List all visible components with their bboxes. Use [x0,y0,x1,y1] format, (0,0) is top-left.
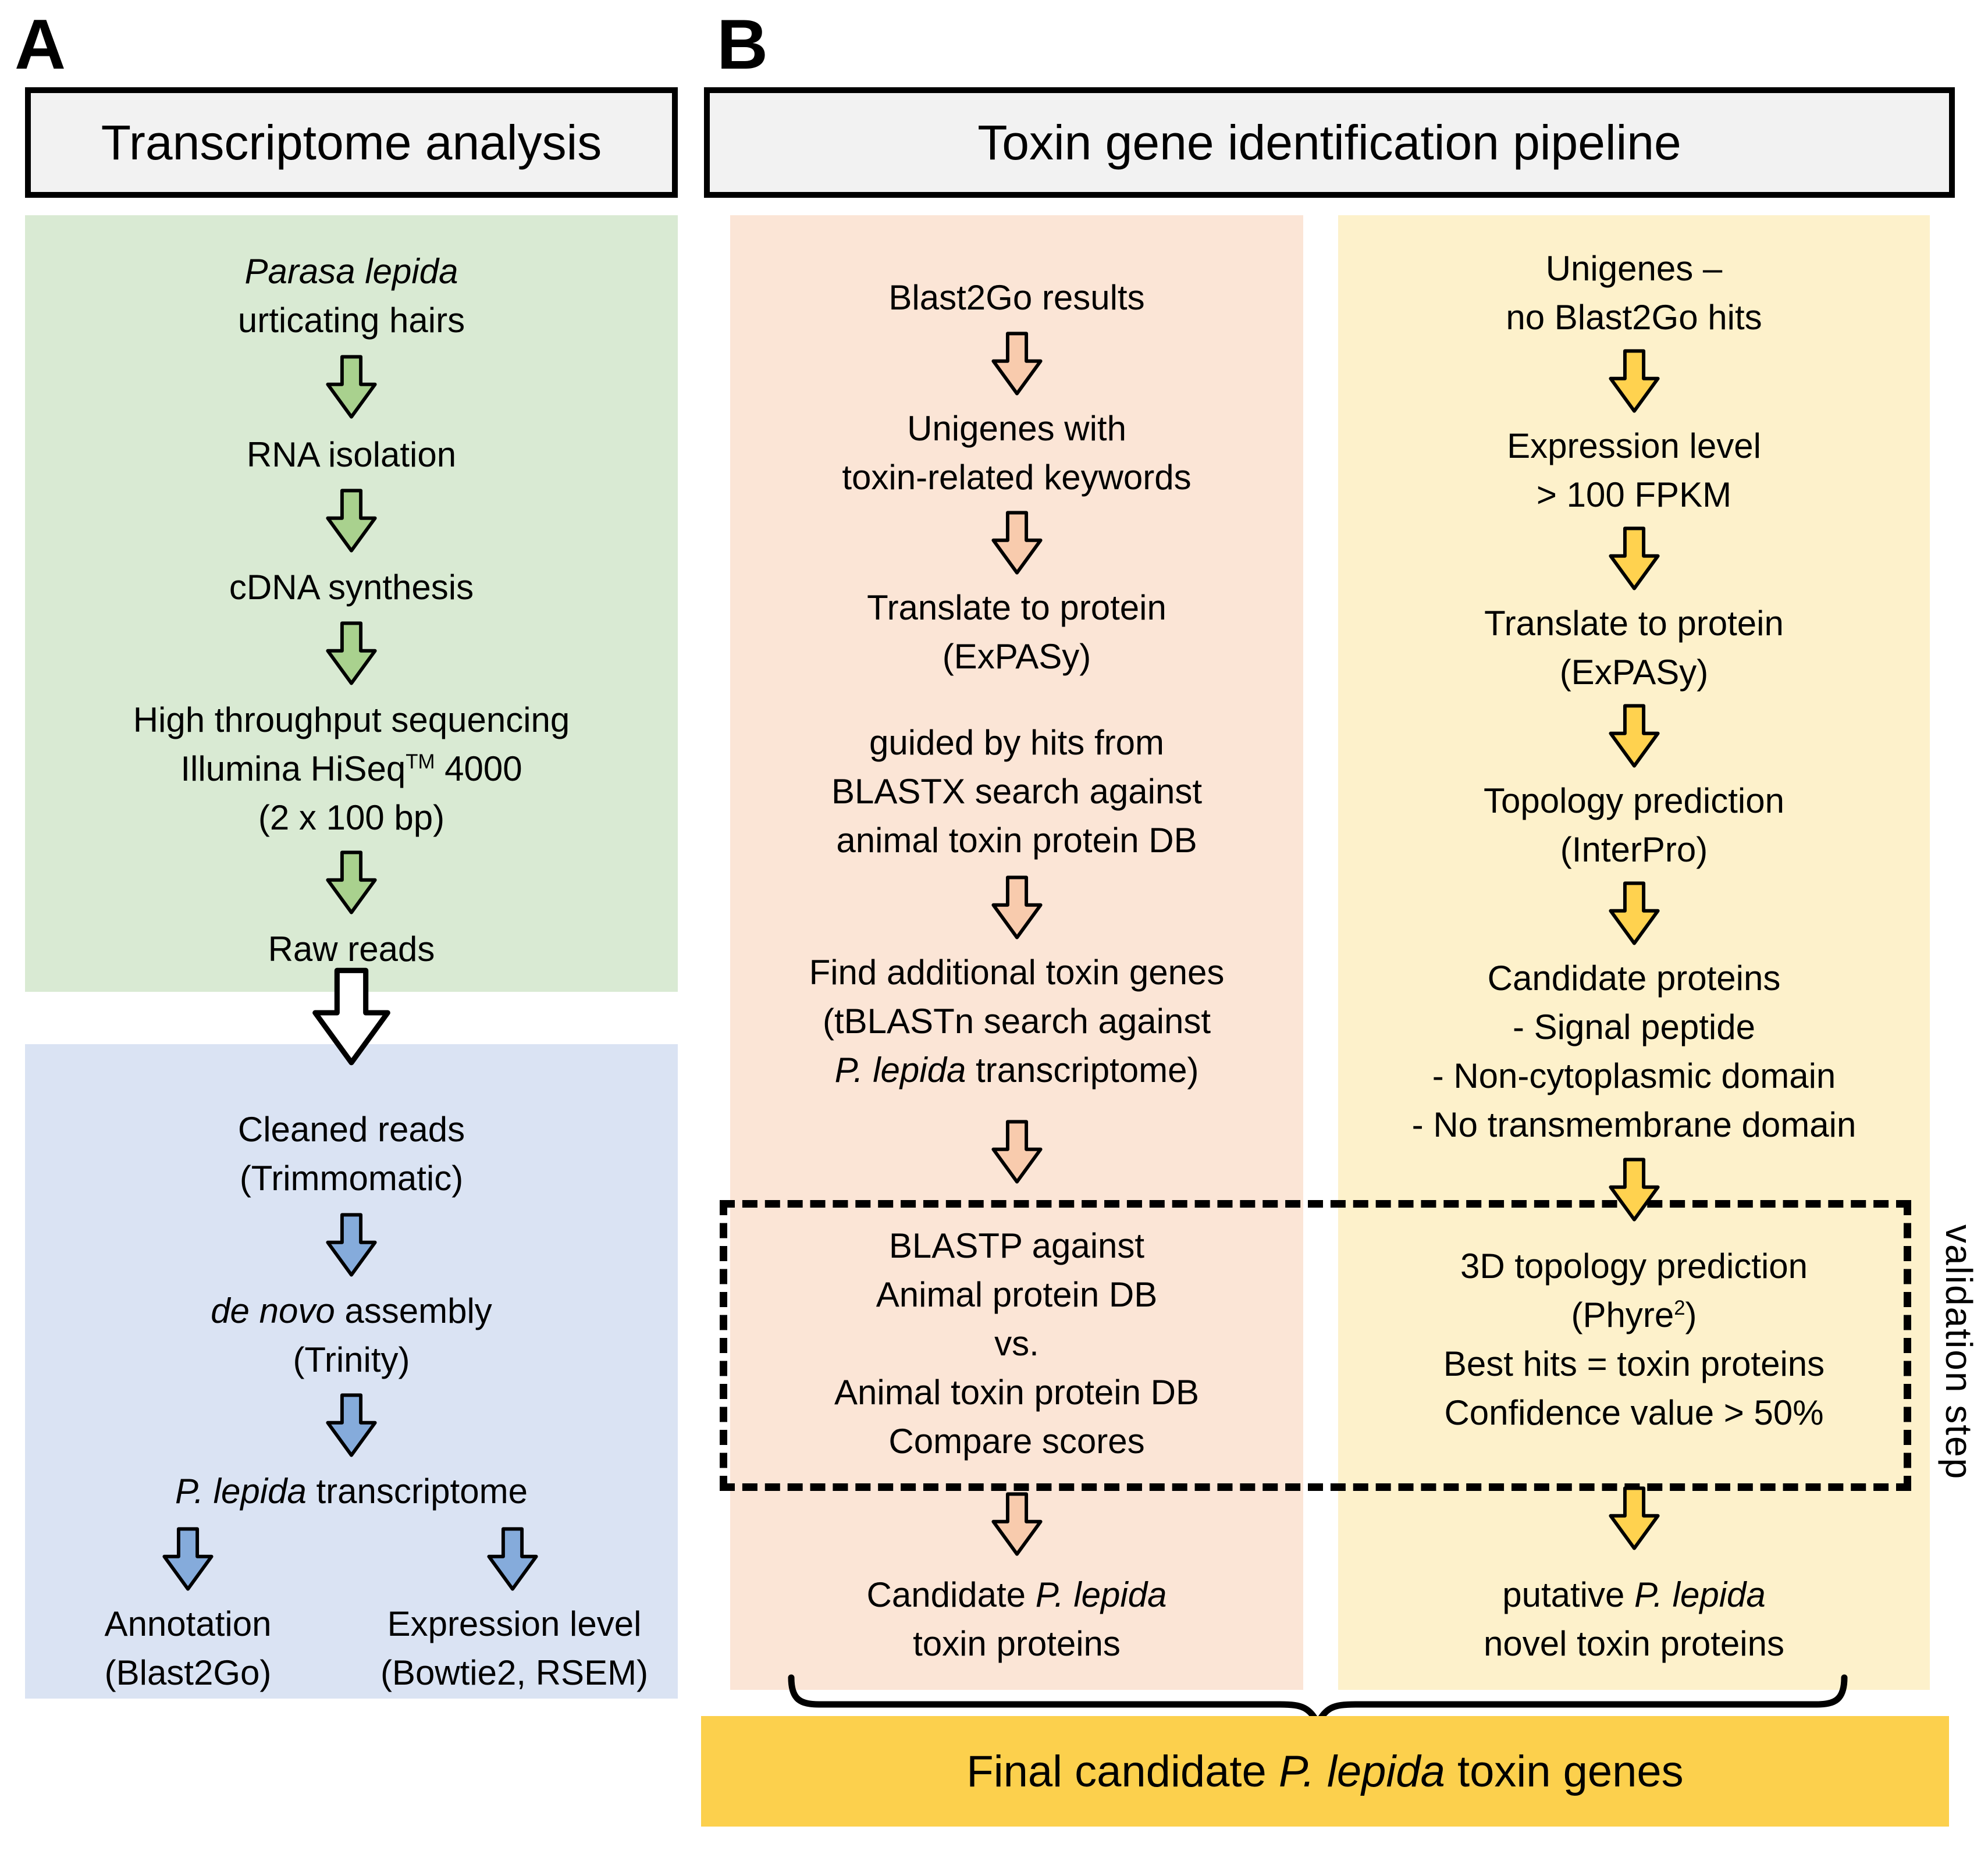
panel-a-header: Transcriptome analysis [25,87,678,198]
peach-known-toxin-column: Blast2Go results Unigenes with toxin-rel… [730,215,1303,1690]
down-arrow-icon [991,1492,1043,1556]
blue-analysis-box: Cleaned reads (Trimmomatic) de novo asse… [25,1044,678,1699]
final-candidates-box: Final candidate P. lepida toxin genes [701,1716,1949,1827]
down-arrow-icon [326,621,377,685]
step-candidate-proteins-filters: Candidate proteins - Signal peptide - No… [1411,959,1857,1144]
step-blast2go-results: Blast2Go results [888,278,1145,317]
step-cdna-synthesis: cDNA synthesis [229,568,474,607]
down-arrow-icon [991,875,1043,939]
yellow-novel-toxin-column: Unigenes – no Blast2Go hits Expression l… [1338,215,1930,1690]
step-rna-isolation: RNA isolation [246,435,457,474]
output-annotation: Annotation (Blast2Go) [104,1604,272,1692]
panel-b-label: B [717,5,769,84]
validation-step-label: validation step [1938,1224,1980,1480]
validation-step-box [720,1200,1911,1491]
down-arrow-icon [326,489,377,553]
step-guided-by-blastx: guided by hits from BLASTX search agains… [831,723,1202,860]
down-arrow-icon [487,1527,538,1591]
species-name: Parasa lepida [244,252,458,291]
panel-b-header-title: Toxin gene identification pipeline [977,115,1681,170]
step-source-material: Parasa lepida urticating hairs [237,252,465,340]
step-unigenes-no-hits: Unigenes – no Blast2Go hits [1506,249,1762,337]
step-tblastn-search: Find additional toxin genes (tBLASTn sea… [809,953,1225,1090]
step-translate-protein-2: Translate to protein (ExPASy) [1484,604,1784,692]
panel-a-label: A [15,5,66,84]
step-blastp-compare: BLASTP against Animal protein DB vs. Ani… [834,1226,1199,1461]
down-arrow-icon [1608,349,1660,413]
step-unigenes-keywords: Unigenes with toxin-related keywords [842,409,1192,497]
down-arrow-icon [991,511,1043,575]
step-raw-reads: Raw reads [268,930,435,969]
down-arrow-icon [326,355,377,419]
down-arrow-icon [312,967,390,1066]
branch-arrows-row [25,1527,678,1591]
step-cleaned-reads: Cleaned reads (Trimmomatic) [237,1110,465,1198]
panel-a-header-title: Transcriptome analysis [101,115,602,170]
down-arrow-icon [326,1213,377,1277]
step-translate-protein: Translate to protein (ExPASy) [867,588,1167,676]
step-sequencing: High throughput sequencing Illumina HiSe… [133,700,570,837]
down-arrow-icon [1608,881,1660,945]
down-arrow-icon [1608,1158,1660,1222]
output-expression-level: Expression level (Bowtie2, RSEM) [380,1604,649,1692]
down-arrow-icon [1608,526,1660,590]
step-3d-topology-validation: 3D topology prediction (Phyre2) Best hit… [1443,1247,1825,1432]
trademark-superscript: TM [406,750,435,773]
down-arrow-icon [326,1393,377,1457]
down-arrow-icon [162,1527,214,1591]
green-sample-box: Parasa lepida urticating hairs RNA isola… [25,215,678,992]
step-transcriptome: P. lepida transcriptome [175,1472,528,1511]
step-candidate-toxin-proteins: Candidate P. lepida toxin proteins [866,1575,1167,1663]
down-arrow-icon [1608,704,1660,768]
step-expression-filter: Expression level > 100 FPKM [1507,426,1761,514]
panel-b-header: Toxin gene identification pipeline [704,87,1955,198]
squared-superscript: 2 [1674,1297,1685,1319]
down-arrow-icon [326,850,377,914]
down-arrow-icon [991,1120,1043,1184]
step-putative-novel-toxins: putative P. lepida novel toxin proteins [1484,1575,1784,1663]
down-arrow-icon [991,332,1043,396]
down-arrow-icon [1608,1486,1660,1550]
step-topology-prediction: Topology prediction (InterPro) [1483,781,1784,869]
step-denovo-assembly: de novo assembly (Trinity) [211,1291,492,1379]
